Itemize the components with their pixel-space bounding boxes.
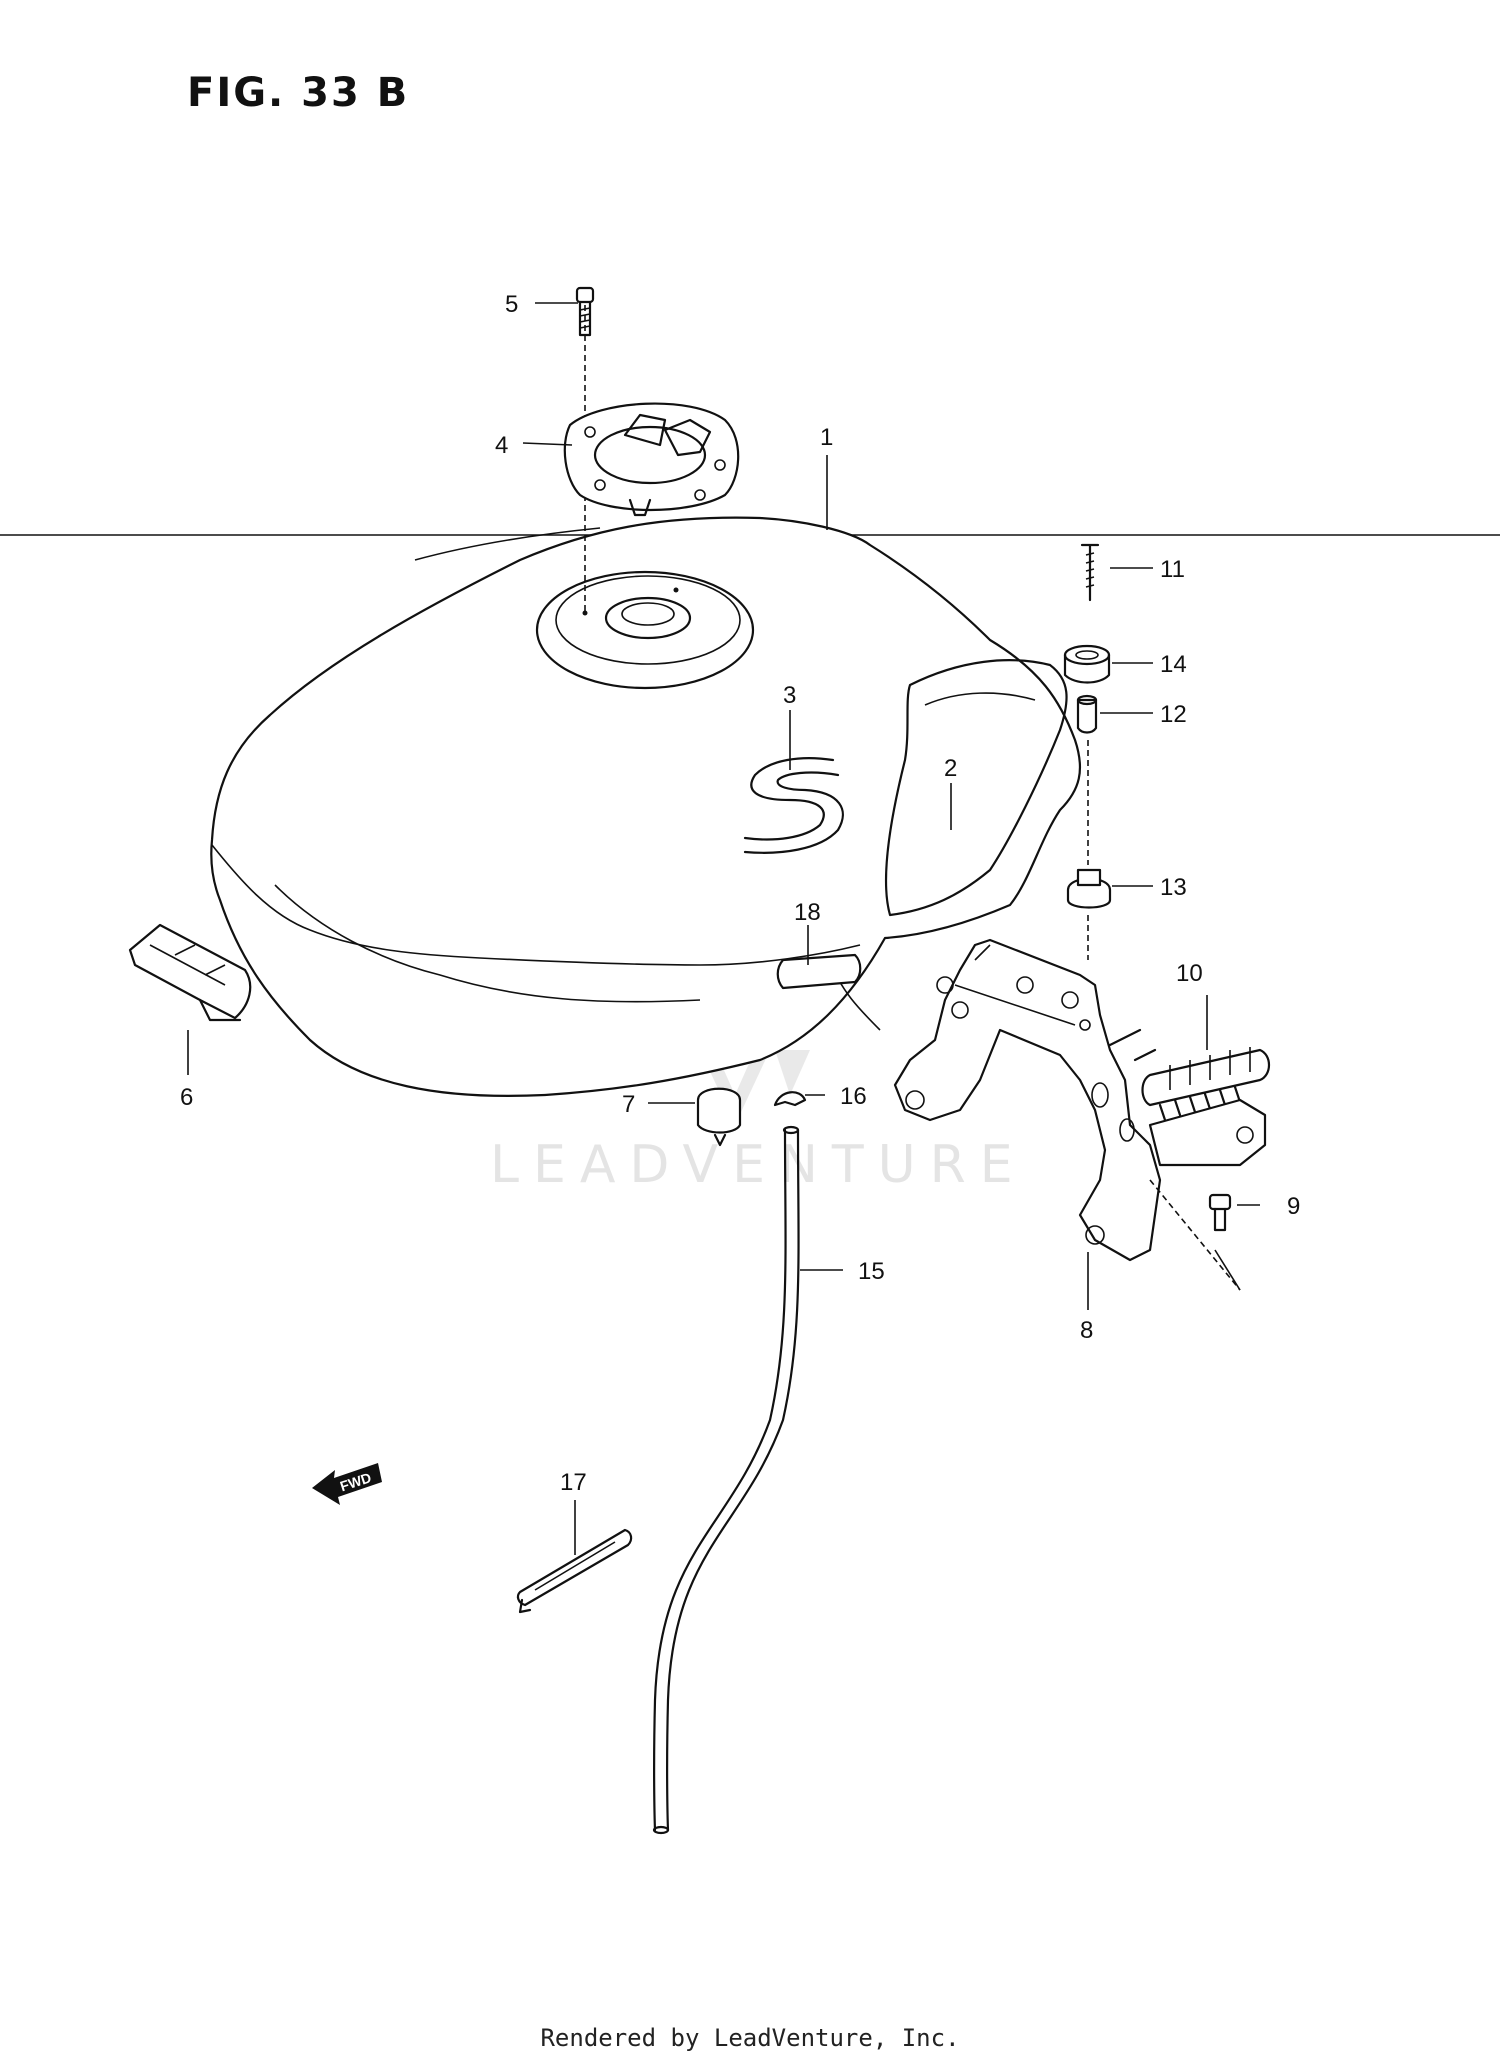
callout-17: 17 bbox=[560, 1469, 587, 1496]
callout-16: 16 bbox=[840, 1083, 867, 1110]
clamp-16 bbox=[773, 1091, 807, 1107]
figure-title: FIG. 33 B bbox=[187, 70, 410, 116]
callout-18: 18 bbox=[794, 899, 821, 926]
grommet-14 bbox=[1063, 644, 1111, 684]
leader-lines bbox=[187, 302, 1260, 1555]
callout-labels: 5 4 1 11 14 12 13 3 2 18 10 6 7 16 15 9 … bbox=[180, 291, 1300, 1496]
callout-12: 12 bbox=[1160, 701, 1187, 728]
screw-11 bbox=[1080, 543, 1100, 602]
clip-6 bbox=[128, 923, 252, 1022]
callout-6: 6 bbox=[180, 1084, 193, 1111]
callout-13: 13 bbox=[1160, 874, 1187, 901]
bolt-9 bbox=[1149, 1179, 1241, 1291]
callout-4: 4 bbox=[495, 432, 508, 459]
watermark: LEADVENTURE bbox=[490, 1135, 1027, 1195]
callout-5: 5 bbox=[505, 291, 518, 318]
footer-credit: Rendered by LeadVenture, Inc. bbox=[540, 2024, 960, 2052]
hose-15 bbox=[652, 1125, 800, 1835]
callout-10: 10 bbox=[1176, 960, 1203, 987]
callout-1: 1 bbox=[820, 424, 833, 451]
callout-11: 11 bbox=[1160, 556, 1185, 583]
bracket-8 bbox=[893, 938, 1162, 1262]
relay-cushion-10 bbox=[1141, 1047, 1271, 1167]
cap-bolt bbox=[575, 286, 595, 337]
callout-8: 8 bbox=[1080, 1317, 1093, 1344]
hose-clamp-17 bbox=[516, 1528, 633, 1614]
callout-3: 3 bbox=[783, 682, 796, 709]
callout-15: 15 bbox=[858, 1258, 885, 1285]
fuel-tank bbox=[210, 516, 1082, 1098]
forward-arrow: FWD bbox=[312, 1463, 382, 1505]
callout-7: 7 bbox=[622, 1091, 635, 1118]
callout-9: 9 bbox=[1287, 1193, 1300, 1220]
fuel-cap bbox=[563, 305, 740, 615]
collar-12 bbox=[1076, 694, 1098, 734]
callout-2: 2 bbox=[944, 755, 957, 782]
callout-14: 14 bbox=[1160, 651, 1187, 678]
cushion-7 bbox=[696, 1087, 742, 1147]
cushion-13 bbox=[1066, 868, 1112, 909]
